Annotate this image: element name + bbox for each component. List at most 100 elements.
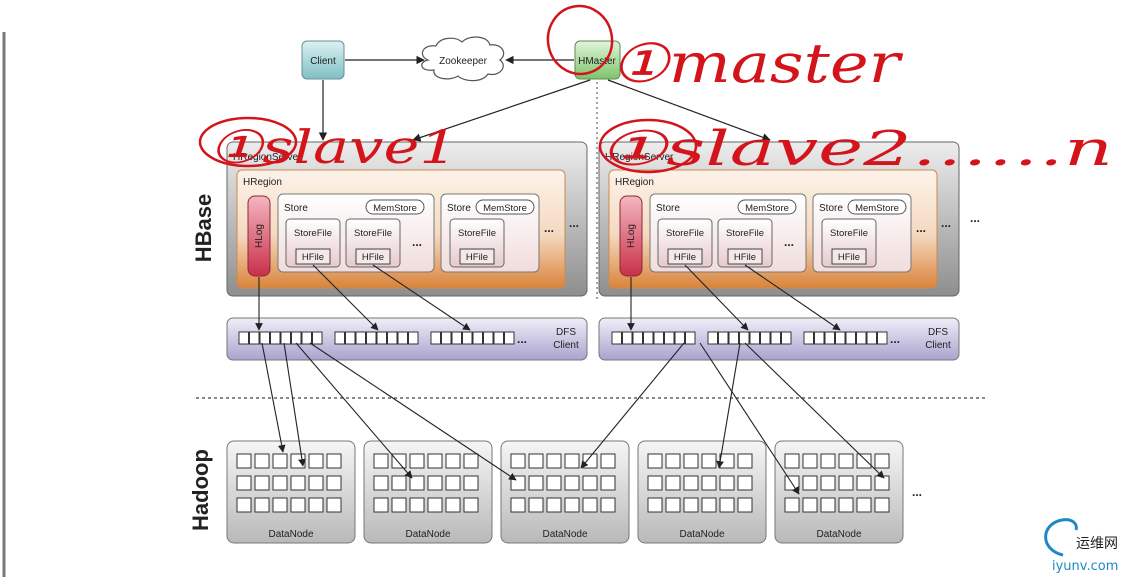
dfs-block-cell [387, 331, 398, 345]
dfs-block-cell [291, 331, 302, 345]
datanode-block [820, 453, 836, 469]
datanode-block [409, 453, 425, 469]
dfs-block-cell [483, 331, 494, 345]
dfs-block-cell [462, 331, 473, 345]
dfs-block-cell [674, 331, 685, 345]
datanode-block [546, 453, 562, 469]
hmaster-node: HMaster [574, 40, 621, 80]
datanode-block [254, 475, 270, 491]
ellipsis: ... [544, 221, 554, 235]
datanode-block [683, 497, 699, 513]
datanode-block [463, 497, 479, 513]
dfs-block-cell [301, 331, 312, 345]
dfs-block-cell [280, 331, 291, 345]
datanode-block [838, 453, 854, 469]
datanode-block [254, 497, 270, 513]
datanode-block [838, 497, 854, 513]
datanode-block [600, 453, 616, 469]
zookeeper-node: Zookeeper [421, 36, 505, 82]
datanode-block [665, 453, 681, 469]
circle-master [546, 4, 614, 76]
hfile-label: HFile [674, 252, 696, 263]
datanode-block [564, 453, 580, 469]
dfs-block-cell [441, 331, 452, 345]
datanode-block [445, 475, 461, 491]
datanode-block [528, 453, 544, 469]
ellipsis: ... [784, 235, 794, 249]
dfs-block-cell [845, 331, 856, 345]
ellipsis: ... [890, 332, 900, 346]
watermark-logo: 运维网 iyunv.com [1044, 518, 1118, 574]
zookeeper-label: Zookeeper [439, 56, 487, 67]
hfile-label: HFile [838, 252, 860, 263]
ellipsis: ... [970, 211, 980, 225]
hregion-label: HRegion [243, 177, 282, 188]
dfs-block-cell [611, 331, 622, 345]
dfs-block-cell [238, 331, 249, 345]
datanode-block [427, 475, 443, 491]
datanode: DataNode [637, 440, 767, 544]
dfs-block-cell [451, 331, 462, 345]
datanode-block [445, 453, 461, 469]
datanode-block [373, 475, 389, 491]
datanode-block [784, 497, 800, 513]
datanode-block [737, 453, 753, 469]
region-server-title: HRegionServer [605, 152, 674, 163]
hbase-side-label: HBase [191, 194, 216, 262]
datanode-block [409, 475, 425, 491]
datanode-block [528, 497, 544, 513]
datanode-block [546, 475, 562, 491]
dfs-block-cells [238, 331, 515, 345]
datanode-block [391, 497, 407, 513]
hmaster-label: HMaster [578, 56, 616, 67]
datanode-block [874, 453, 890, 469]
dfs-block-cell [632, 331, 643, 345]
dfs-datanode-arrow [744, 342, 885, 479]
ellipsis: ... [916, 221, 926, 235]
datanode-block [719, 497, 735, 513]
datanode-block [856, 497, 872, 513]
datanode-block [719, 453, 735, 469]
dfs-client-2: ... DFS Client [598, 317, 960, 361]
datanode-block [719, 475, 735, 491]
data-flow-arrows [255, 264, 885, 495]
datanode-block [373, 453, 389, 469]
datanode: DataNode [363, 440, 493, 544]
datanode-block [802, 453, 818, 469]
storefile-label: StoreFile [726, 228, 764, 239]
storefile-label: StoreFile [354, 228, 392, 239]
dfs-client-1: ... DFS Client [226, 317, 588, 361]
dfs-label-line1: DFS [556, 327, 576, 338]
dfs-block-cell [749, 331, 760, 345]
dfs-block-cell [249, 331, 260, 345]
datanode-block [272, 453, 288, 469]
region-server-2: HRegionServer HRegion HLog Store MemStor… [598, 141, 960, 297]
dfs-block-cell [877, 331, 888, 345]
ellipsis: ... [412, 235, 422, 249]
hfile-dfs-arrow [684, 264, 749, 331]
datanode-block [236, 475, 252, 491]
hfile-dfs-arrow [744, 264, 841, 331]
datanode-block [308, 497, 324, 513]
region-server-title: HRegionServer [233, 152, 302, 163]
annotation-slave1: ①slave1 [208, 120, 458, 174]
dfs-datanode-arrow [699, 342, 800, 495]
dfs-block-cell [430, 331, 441, 345]
dfs-block-cell [345, 331, 356, 345]
ellipsis: ... [517, 332, 527, 346]
dfs-datanode-arrow [716, 342, 741, 469]
hadoop-side-label: Hadoop [188, 449, 213, 531]
dfs-block-cell [707, 331, 718, 345]
datanode-block [856, 453, 872, 469]
datanode-block [391, 453, 407, 469]
hfile-dfs-arrow [312, 264, 379, 331]
dfs-datanode-arrow [580, 342, 685, 469]
datanode-block [326, 453, 342, 469]
watermark-name: 运维网 [1076, 536, 1118, 552]
dfs-block-cell [504, 331, 515, 345]
dfs-block-cell [685, 331, 696, 345]
datanode-block [737, 497, 753, 513]
dfs-block-cell [835, 331, 846, 345]
datanode-block [528, 475, 544, 491]
